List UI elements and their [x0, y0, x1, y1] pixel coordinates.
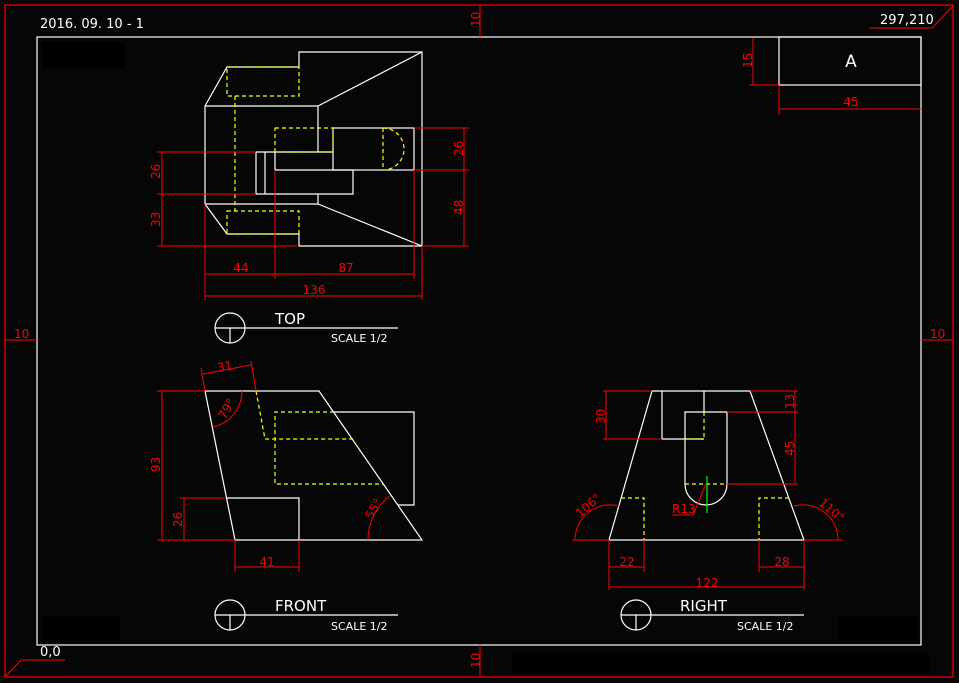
front-view-label: FRONT SCALE 1/2	[214, 597, 398, 633]
svg-text:45: 45	[783, 441, 797, 456]
svg-text:13: 13	[783, 394, 797, 409]
top-dim-left-lower: 33	[149, 212, 163, 227]
top-right-coordinate: 297,210	[869, 5, 954, 29]
svg-text:10: 10	[469, 653, 483, 668]
svg-text:45: 45	[843, 95, 858, 109]
svg-text:A: A	[845, 52, 857, 72]
top-dim-left-upper: 26	[149, 164, 163, 179]
top-dim-right-lower: 48	[452, 200, 466, 215]
svg-text:87: 87	[338, 261, 353, 275]
svg-text:10: 10	[14, 327, 29, 341]
svg-text:R13: R13	[672, 502, 696, 516]
svg-text:30: 30	[594, 409, 608, 424]
top-view-label: TOP SCALE 1/2	[214, 310, 398, 345]
right-view-label: RIGHT SCALE 1/2	[620, 597, 804, 633]
date-label: 2016. 09. 10 - 1	[40, 17, 144, 32]
margin-dimensions: 10 10 10 10	[5, 5, 953, 677]
svg-text:SCALE 1/2: SCALE 1/2	[737, 620, 793, 633]
svg-text:28: 28	[774, 555, 789, 569]
top-dim-right-upper: 26	[452, 141, 466, 156]
svg-text:31: 31	[216, 359, 233, 375]
svg-text:0,0: 0,0	[40, 645, 61, 660]
svg-text:10: 10	[930, 327, 945, 341]
svg-text:15: 15	[741, 53, 755, 68]
svg-text:26: 26	[171, 512, 185, 527]
blank-block	[512, 655, 930, 674]
top-view: 26 33 26 48 44 87 136	[149, 51, 469, 300]
svg-text:SCALE 1/2: SCALE 1/2	[331, 620, 387, 633]
svg-text:44: 44	[233, 261, 248, 275]
svg-text:136: 136	[303, 283, 326, 297]
svg-text:TOP: TOP	[274, 310, 305, 328]
origin-coordinate: 0,0	[5, 645, 65, 677]
blank-block	[838, 617, 918, 640]
svg-text:FRONT: FRONT	[275, 597, 327, 615]
svg-text:41: 41	[259, 555, 274, 569]
sheet-outer-frame	[4, 4, 954, 678]
blank-block	[42, 617, 120, 640]
svg-text:122: 122	[696, 576, 719, 590]
svg-text:RIGHT: RIGHT	[680, 597, 728, 615]
svg-text:10: 10	[469, 12, 483, 27]
svg-text:SCALE 1/2: SCALE 1/2	[331, 332, 387, 345]
sheet-inner-frame	[36, 36, 922, 646]
svg-text:22: 22	[619, 555, 634, 569]
svg-text:93: 93	[149, 457, 163, 472]
title-block: A 15 45	[741, 36, 922, 115]
blank-block	[42, 42, 124, 68]
svg-text:297,210: 297,210	[880, 13, 934, 28]
